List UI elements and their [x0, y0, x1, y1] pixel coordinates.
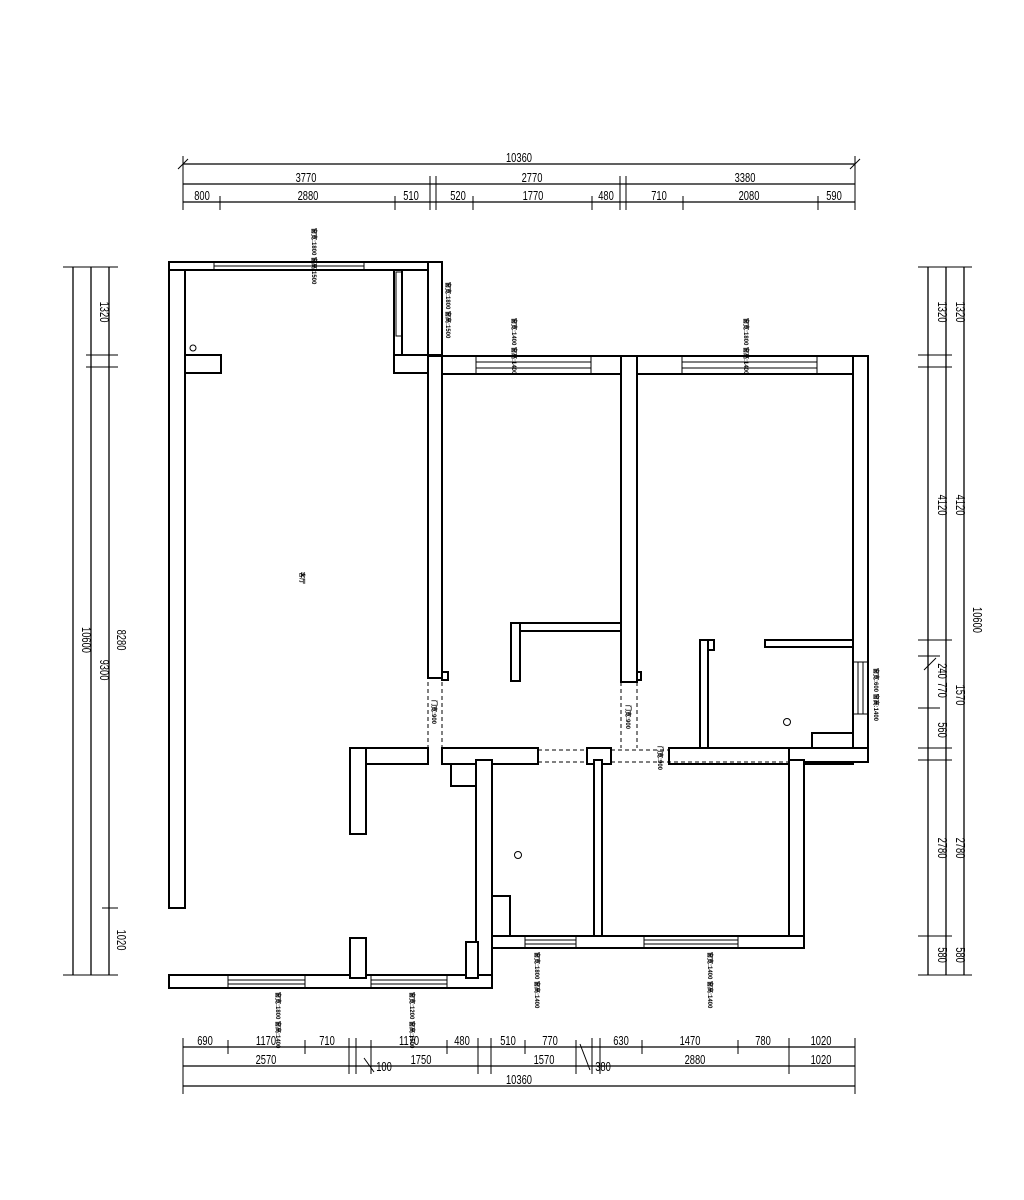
dim-bot-detail-4: 1170	[399, 1035, 419, 1049]
window-label-bot-bath: 窗宽:1800 窗高:1400	[533, 952, 541, 1009]
dim-left-1: 1320	[97, 302, 111, 323]
dim-top-detail-2: 2880	[298, 190, 319, 204]
window-label-top-balcony: 窗宽:1800 窗高:1500	[310, 228, 318, 285]
dim-top-detail-8: 2080	[739, 190, 760, 204]
dim-bot-detail-8: 630	[613, 1035, 629, 1049]
top-dimensions: 10360 3770 2770 3380 800 2880 510 520 17…	[177, 152, 861, 210]
dim-bot-detail-11: 1020	[811, 1035, 832, 1049]
door-label-b: 门宽:900	[624, 705, 632, 730]
dim-top-mid-2: 2770	[522, 172, 543, 186]
left-dimensions: 10600 1320 8280 9300 1020	[63, 266, 128, 976]
dim-right-inner-1: 1320	[953, 302, 967, 323]
dim-top-detail-1: 800	[194, 190, 210, 204]
dim-bot-mid-2: 100	[376, 1061, 392, 1075]
dim-right-outer-5: 560	[935, 722, 949, 738]
dim-right-outer-3: 240	[935, 663, 949, 679]
dim-right-outer-4: 770	[935, 682, 949, 698]
dim-bot-detail-6: 510	[500, 1035, 516, 1049]
room-label-living: 客厅	[298, 571, 306, 584]
dim-bot-mid-1: 2570	[256, 1054, 277, 1068]
dim-right-inner-2: 4120	[953, 495, 967, 516]
windows	[213, 261, 869, 989]
dim-right-inner-4: 2780	[953, 838, 967, 859]
dim-left-total: 10600	[79, 627, 93, 653]
dim-bot-detail-10: 780	[755, 1035, 771, 1049]
dim-top-detail-7: 710	[651, 190, 667, 204]
dim-right-outer-7: 580	[935, 947, 949, 963]
dim-bot-detail-5: 480	[454, 1035, 470, 1049]
dim-bot-total: 10360	[506, 1074, 532, 1088]
dim-left-4: 1020	[114, 930, 128, 951]
dim-bot-detail-2: 1170	[256, 1035, 276, 1049]
dim-bot-detail-7: 770	[542, 1035, 558, 1049]
dim-bot-mid-7: 1020	[811, 1054, 832, 1068]
right-dimensions: 10600 1320 4120 240 770 560 2780 580 132…	[918, 266, 984, 976]
window-label-right: 窗宽:600 窗高:1400	[872, 668, 880, 722]
dim-left-3: 9300	[97, 660, 111, 681]
window-label-master: 窗宽:1800 窗高:1400	[742, 318, 750, 375]
dim-top-total: 10360	[506, 152, 532, 166]
dim-top-detail-9: 590	[826, 190, 842, 204]
dim-bot-mid-5: 380	[595, 1061, 611, 1075]
dim-bot-detail-9: 1470	[680, 1035, 701, 1049]
window-label-bot-living: 窗宽:1800 窗高:1400	[274, 992, 282, 1049]
dim-bot-detail-1: 690	[197, 1035, 213, 1049]
door-label-c: 门宽:900	[656, 746, 664, 771]
bottom-dimensions: 690 1170 710 1170 480 510 770 630 1470 7…	[182, 1035, 856, 1094]
door-label-a: 门宽:900	[430, 700, 438, 725]
window-label-bot-bed3: 窗宽:1400 窗高:1400	[706, 952, 714, 1009]
dim-top-detail-5: 1770	[523, 190, 544, 204]
dim-top-mid-3: 3380	[735, 172, 756, 186]
dim-bot-mid-3: 1750	[411, 1054, 432, 1068]
dim-top-detail-6: 480	[598, 190, 614, 204]
window-label-top-small: 窗宽:1800 窗高:1500	[444, 282, 452, 339]
window-label-bed2: 窗宽:1400 窗高:1400	[510, 318, 518, 375]
dim-top-detail-3: 510	[403, 190, 419, 204]
dim-right-inner-5: 580	[953, 947, 967, 963]
window-label-bot-kitchen: 窗宽:1200 窗高:1500	[408, 992, 416, 1049]
dim-top-mid-1: 3770	[296, 172, 317, 186]
door-openings	[427, 682, 789, 763]
dim-bot-mid-6: 2880	[685, 1054, 706, 1068]
dim-right-inner-3: 1570	[953, 685, 967, 706]
dim-right-total: 10600	[970, 607, 984, 633]
dim-left-2: 8280	[114, 630, 128, 651]
walls	[168, 261, 869, 989]
labels: 窗宽:1800 窗高:1500 窗宽:1800 窗高:1500 窗宽:1400 …	[274, 228, 880, 1049]
dim-right-outer-6: 2780	[935, 838, 949, 859]
dim-bot-mid-4: 1570	[534, 1054, 555, 1068]
dim-right-outer-2: 4120	[935, 495, 949, 516]
dim-right-outer-1: 1320	[935, 302, 949, 323]
dim-top-detail-4: 520	[450, 190, 466, 204]
dim-bot-detail-3: 710	[319, 1035, 335, 1049]
